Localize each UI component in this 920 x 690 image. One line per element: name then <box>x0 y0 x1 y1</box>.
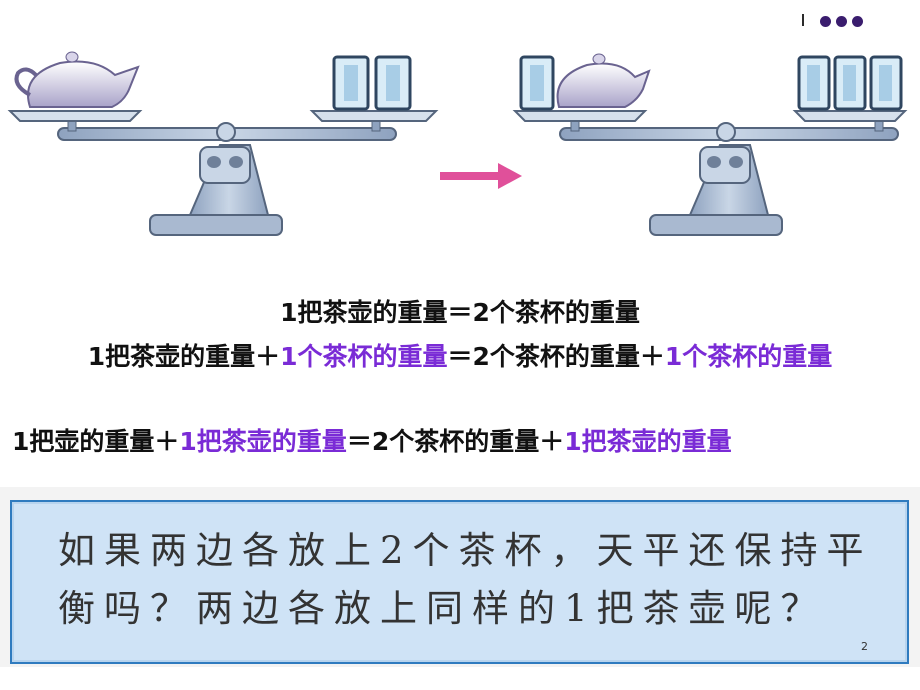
equation-part: 1把茶壶的重量＋ <box>87 342 281 371</box>
corner-tick <box>802 14 804 26</box>
question-line-2: 衡吗？两边各放上同样的1把茶壶呢？ <box>58 587 827 630</box>
question-line-1: 如果两边各放上2个茶杯，天平还保持平 <box>58 529 873 572</box>
equation-part: ＝2个茶杯的重量＋ <box>447 342 665 371</box>
corner-decoration <box>802 10 882 28</box>
equation-line-3: 1把壶的重量＋1把茶壶的重量＝2个茶杯的重量＋1把茶壶的重量 <box>12 422 920 458</box>
right-scale <box>512 53 908 236</box>
question-card <box>10 500 909 664</box>
equation-highlight: 1把茶壶的重量 <box>564 427 732 456</box>
equation-part: ＝2个茶杯的重量＋ <box>346 427 565 456</box>
corner-dot <box>820 16 831 27</box>
page-number: 2 <box>861 640 868 653</box>
left-scale <box>7 51 439 236</box>
corner-dot <box>836 16 847 27</box>
equation-line-2: 1把茶壶的重量＋1个茶杯的重量＝2个茶杯的重量＋1个茶杯的重量 <box>0 337 920 373</box>
equation-highlight: 1把茶壶的重量 <box>179 427 347 456</box>
equation-line-1: 1把茶壶的重量＝2个茶杯的重量 <box>280 298 640 327</box>
corner-dot <box>852 16 863 27</box>
arrow-icon <box>440 163 522 189</box>
balance-scales-illustration <box>7 51 908 236</box>
equation-part: 1把壶的重量＋ <box>12 427 180 456</box>
equation-highlight: 1个茶杯的重量 <box>664 342 833 371</box>
equation-highlight: 1个茶杯的重量 <box>280 342 448 371</box>
